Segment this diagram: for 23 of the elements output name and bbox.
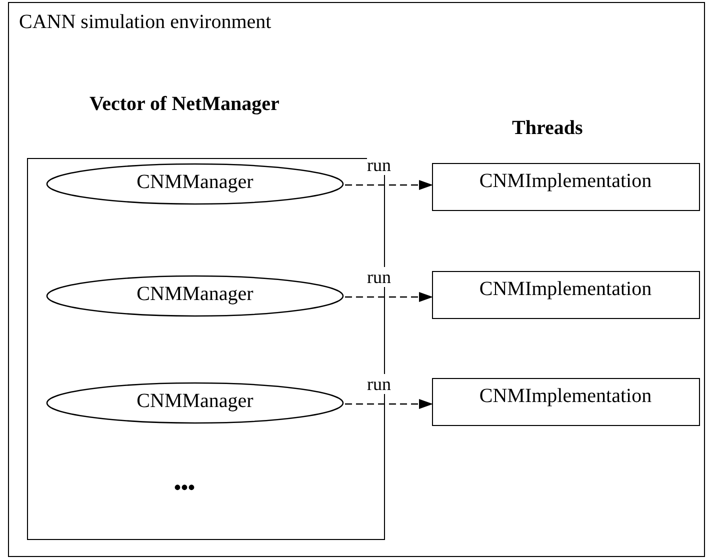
- manager-label: CNMManager: [136, 390, 254, 413]
- manager-label: CNMManager: [136, 171, 254, 194]
- dashed-arrow: [345, 399, 433, 409]
- thread-label: CNMImplementation: [478, 384, 653, 408]
- ellipsis-mark: •••: [174, 477, 196, 500]
- environment-frame: [8, 2, 705, 557]
- thread-label: CNMImplementation: [478, 170, 653, 192]
- edge-label: run: [367, 267, 391, 287]
- frame-title: CANN simulation environment: [19, 11, 272, 34]
- edge-label: run: [367, 374, 391, 394]
- manager-ellipse: [46, 382, 344, 424]
- thread-label: CNMImplementation: [478, 278, 653, 300]
- manager-ellipse: [46, 163, 344, 205]
- dashed-arrow: [345, 180, 433, 190]
- manager-label: CNMManager: [136, 283, 254, 306]
- dashed-arrow: [345, 292, 433, 302]
- thread-box: [432, 162, 700, 210]
- column-heading: Threads: [512, 117, 583, 140]
- group-heading: Vector of NetManager: [90, 92, 280, 116]
- thread-box: [432, 378, 700, 426]
- manager-ellipse: [46, 275, 344, 317]
- edge-label: run: [367, 155, 391, 175]
- thread-box: [432, 270, 700, 318]
